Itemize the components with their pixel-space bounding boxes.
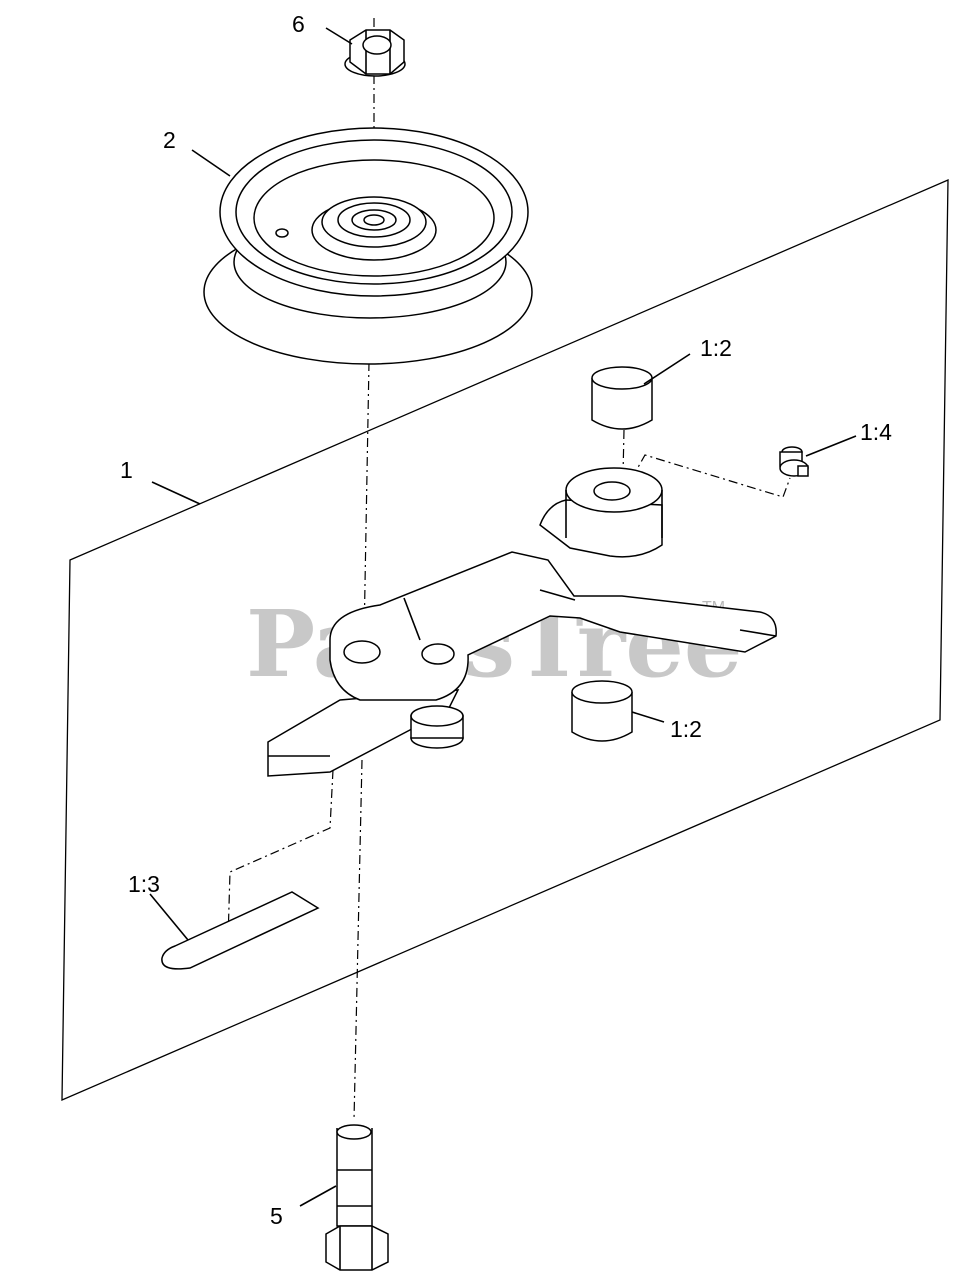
callout-grease-fitting: 1:4 bbox=[860, 419, 892, 445]
decal bbox=[161, 891, 320, 970]
callout-bolt: 5 bbox=[270, 1203, 283, 1229]
callout-bushing-bottom: 1:2 bbox=[670, 716, 702, 742]
callout-bushing-top: 1:2 bbox=[700, 335, 732, 361]
idler-arm bbox=[267, 467, 777, 777]
flange-nut bbox=[344, 29, 406, 77]
grease-fitting bbox=[779, 446, 809, 477]
fitting-leader-dashed bbox=[631, 454, 791, 498]
callout-decal: 1:3 bbox=[128, 871, 160, 897]
hex-bolt bbox=[325, 1124, 389, 1271]
bushing-lower bbox=[571, 680, 633, 742]
center-axis-lower bbox=[353, 759, 363, 1121]
leader-lines bbox=[149, 27, 857, 1207]
center-axis-middle bbox=[363, 361, 370, 641]
callout-assembly: 1 bbox=[120, 457, 133, 483]
callout-nut: 6 bbox=[292, 11, 305, 37]
assembly-boundary-plane bbox=[61, 179, 949, 1101]
callout-pulley: 2 bbox=[163, 127, 176, 153]
bushing-upper bbox=[591, 366, 653, 430]
idler-pulley bbox=[203, 127, 533, 365]
